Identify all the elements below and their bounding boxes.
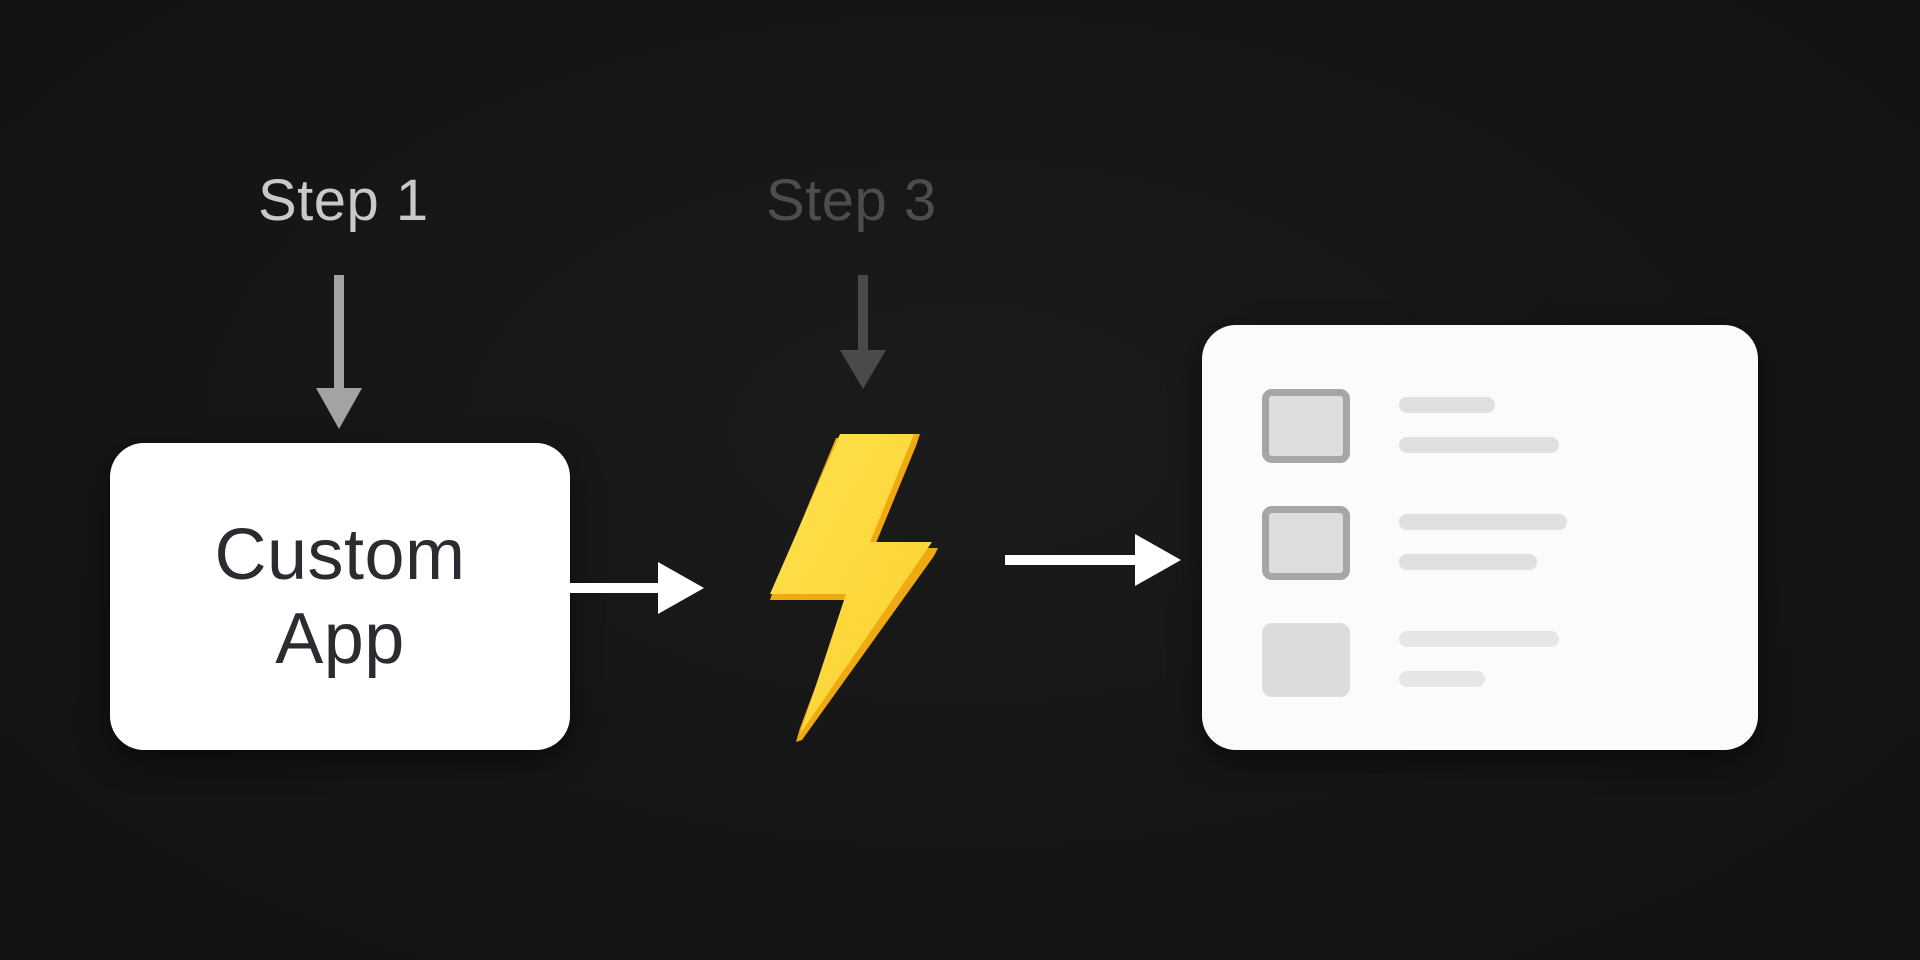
list-item xyxy=(1262,389,1702,473)
text-placeholder-line xyxy=(1399,554,1537,570)
step-3-arrow-icon xyxy=(838,275,888,390)
step-1-label: Step 1 xyxy=(258,168,429,233)
list-item xyxy=(1262,623,1702,707)
step-1-arrow-icon xyxy=(314,275,364,430)
text-placeholder-line xyxy=(1399,437,1559,453)
task-list-card-icon xyxy=(1202,325,1758,750)
text-placeholder-line xyxy=(1399,671,1485,687)
trigger-to-list-arrow-icon xyxy=(1005,532,1181,588)
custom-app-box: Custom App xyxy=(110,443,570,750)
custom-app-label-line-2: App xyxy=(275,598,405,679)
checkbox-icon xyxy=(1262,623,1350,697)
checkbox-icon xyxy=(1262,506,1350,580)
text-placeholder-line xyxy=(1399,631,1559,647)
text-placeholder-line xyxy=(1399,397,1495,413)
custom-app-label-line-1: Custom xyxy=(214,514,466,595)
app-to-trigger-arrow-icon xyxy=(568,560,704,616)
checkbox-icon xyxy=(1262,389,1350,463)
lightning-bolt-icon xyxy=(766,430,942,748)
text-placeholder-line xyxy=(1399,514,1567,530)
step-3-label: Step 3 xyxy=(766,168,937,233)
list-item xyxy=(1262,506,1702,590)
